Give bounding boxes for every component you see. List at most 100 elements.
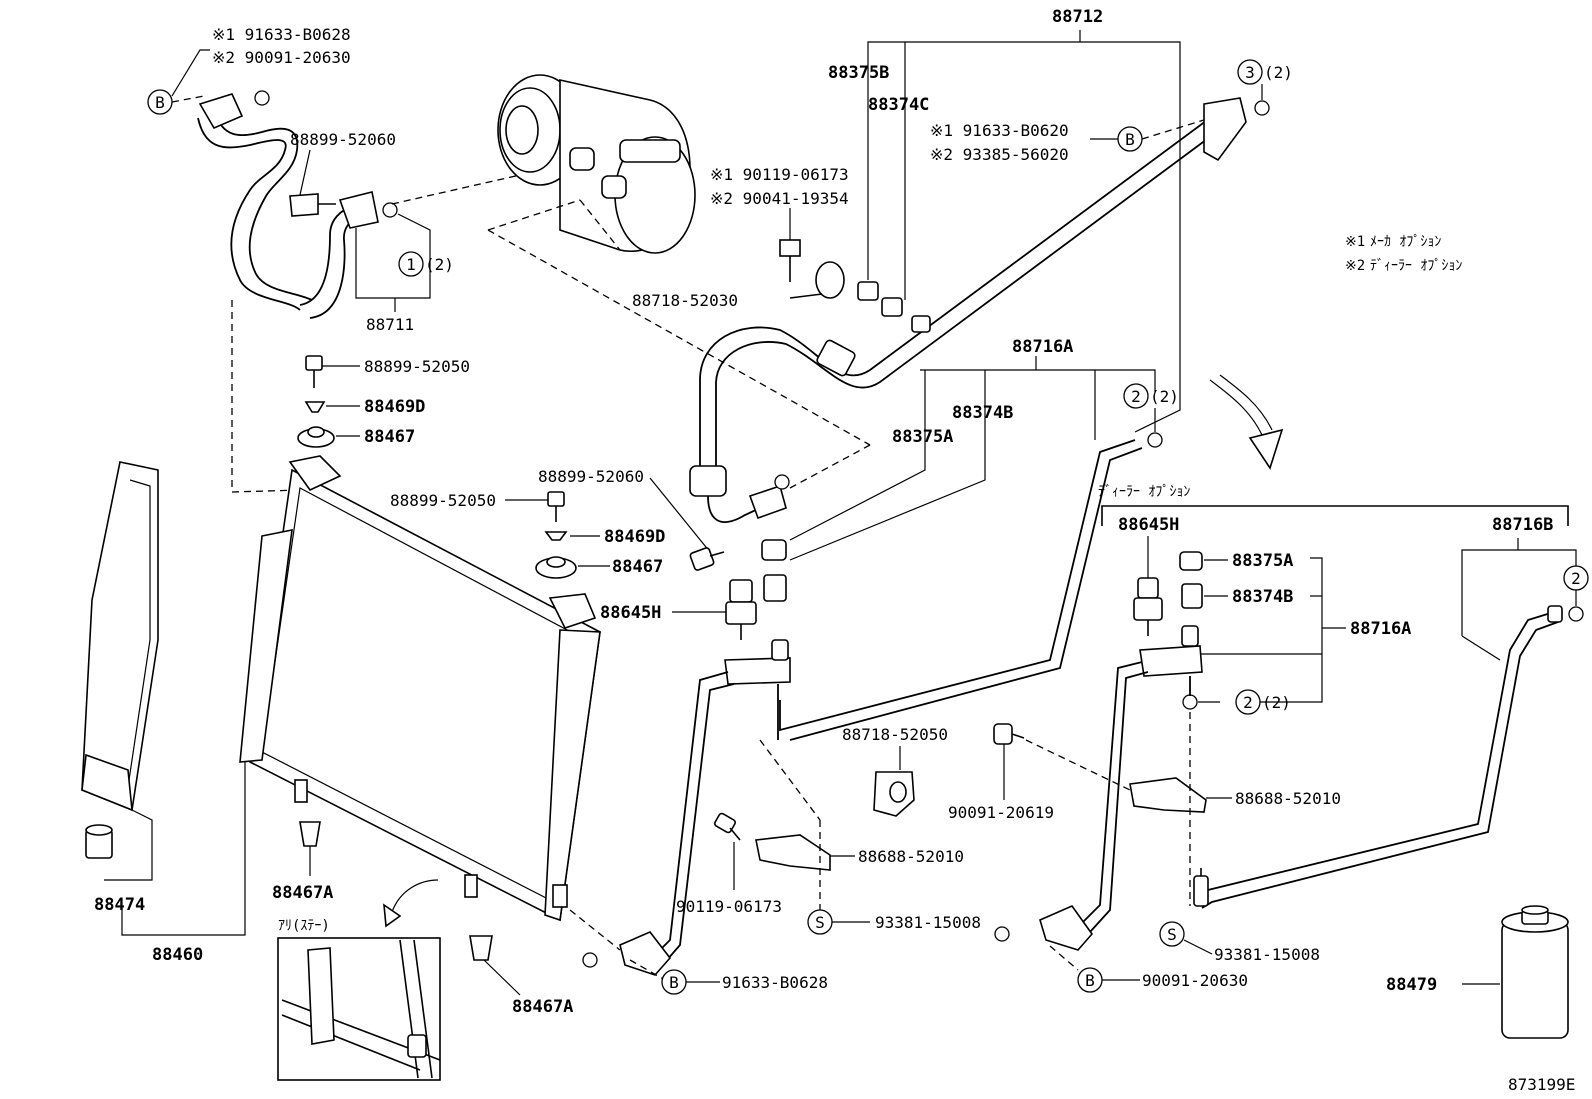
label-88899-52060-b: 88899-52060	[538, 467, 644, 486]
grommet-88469d-b	[544, 531, 568, 541]
circle-1-text: 1	[406, 255, 416, 274]
label-93381-15008-b: 93381-15008	[1214, 945, 1320, 964]
label-90041-19354: ※2 90041-19354	[710, 189, 849, 208]
arrow-to-dealer-option	[1209, 374, 1284, 470]
label-88467a-b: 88467A	[512, 997, 573, 1017]
o-ring-a	[254, 90, 270, 106]
legend-note2-text: ﾃﾞｨｰﾗｰ ｵﾌﾟｼｮﾝ	[1370, 258, 1462, 274]
liquid-tube-88716a-opt	[994, 625, 1203, 951]
bolt-90119-06173-top	[779, 239, 801, 282]
bracket-88716b: 2	[1461, 538, 1589, 661]
bolt-88899-52050-a	[305, 355, 323, 388]
hose-88711-assembly	[197, 90, 398, 319]
cushion-88467a-a	[299, 821, 321, 847]
label-88467-b: 88467	[612, 557, 663, 577]
label-88467-a: 88467	[364, 427, 415, 447]
label-88374b-opt: 88374B	[1232, 587, 1293, 607]
bolt-88899-52060-b	[689, 547, 725, 571]
label-90091-20619: 90091-20619	[948, 803, 1054, 822]
legend-note2-mark: ※2	[1345, 258, 1365, 274]
label-88474: 88474	[94, 895, 145, 915]
flange-fitting-a	[198, 93, 244, 130]
label-88716b: 88716B	[1492, 515, 1553, 535]
pressure-switch-88645h-opt	[1133, 577, 1163, 636]
legend-note1-text: ﾒｰｶ ｵﾌﾟｼｮﾝ	[1370, 234, 1441, 250]
cap-88375a-opt	[1179, 551, 1203, 571]
label-90119-06173-top: ※1 90119-06173	[710, 165, 849, 184]
label-88718-52030: 88718-52030	[632, 291, 738, 310]
label-88716a-opt: 88716A	[1350, 619, 1411, 639]
b-mark-bottom-right: B	[1049, 945, 1140, 993]
caps-88375b-88374c	[857, 281, 931, 333]
label-88467a-a: 88467A	[272, 883, 333, 903]
label-88375b: 88375B	[828, 63, 889, 83]
svg-text:S: S	[815, 913, 825, 932]
label-88711: 88711	[366, 315, 414, 334]
label-91633-b0628-top: ※1 91633-B0628	[212, 25, 351, 44]
label-91633-b0628-bottom: 91633-B0628	[722, 973, 828, 992]
caps-88375a-88374b-main	[761, 539, 787, 602]
o-ring-lower-left	[582, 952, 598, 968]
ac-compressor	[487, 74, 871, 446]
inset-title: ｱﾘ(ｽﾃｰ)	[278, 918, 330, 934]
label-88899-52050-a: 88899-52050	[364, 357, 470, 376]
label-88374c: 88374C	[868, 95, 929, 115]
block-fitting-88711	[338, 191, 379, 229]
s-mark-left: S	[807, 909, 870, 935]
cap-88474	[85, 824, 113, 859]
label-88645h-opt: 88645H	[1118, 515, 1179, 535]
label-91633-b0620: ※1 91633-B0620	[930, 121, 1069, 140]
label-90119-06173-b: 90119-06173	[676, 897, 782, 916]
label-88688-52010-b: 88688-52010	[1235, 789, 1341, 808]
svg-text:(2): (2)	[1150, 387, 1179, 406]
label-88374b-main: 88374B	[952, 403, 1013, 423]
grommet-88469d-a	[304, 401, 326, 413]
clamp-88718-52030	[789, 261, 845, 299]
o-ring-88711	[382, 202, 398, 218]
b-mark-top-left: B	[147, 49, 210, 115]
label-88479: 88479	[1386, 975, 1437, 995]
b-mark-bottom-left: B	[629, 959, 720, 995]
desiccant-bag-88474	[81, 461, 159, 812]
label-88899-52060-a: 88899-52060	[290, 130, 396, 149]
svg-text:(2): (2)	[1264, 63, 1293, 82]
discharge-hose-88712	[689, 97, 1270, 523]
label-88469d-a: 88469D	[364, 397, 425, 417]
b-mark-88712: B	[1090, 119, 1205, 152]
svg-text:S: S	[1167, 925, 1177, 944]
label-88688-52010-a: 88688-52010	[858, 847, 964, 866]
label-88375a-main: 88375A	[892, 427, 953, 447]
bolt-90119-06173-b	[714, 812, 741, 841]
mark-2-2-opt: 2 (2)	[1182, 689, 1291, 715]
label-88469d-b: 88469D	[604, 527, 665, 547]
svg-text:2: 2	[1571, 569, 1581, 588]
bracket-88712	[867, 30, 1181, 433]
cushion-88467a-b	[469, 935, 493, 961]
bracket-88711: 1 (2)	[355, 213, 454, 312]
paren2-88711: (2)	[425, 255, 454, 274]
tube-88716b	[1193, 605, 1563, 909]
legend-note1-mark: ※1	[1345, 234, 1365, 250]
bolt-88899-52050-b	[547, 491, 565, 522]
label-88716a-main: 88716A	[1012, 337, 1073, 357]
svg-text:(2): (2)	[1262, 693, 1291, 712]
cushion-88467-a	[297, 426, 335, 448]
cushion-88467-b	[535, 556, 577, 579]
diagram-id: 873199E	[1508, 1075, 1575, 1094]
bolt-head-88899-52060	[289, 193, 319, 217]
cap-88374b-opt	[1181, 583, 1203, 609]
label-93381-15008-a: 93381-15008	[875, 913, 981, 932]
o-ring-88716a-main	[1147, 432, 1163, 448]
inset-stay-detail	[277, 937, 441, 1081]
bolt-90091-20619	[993, 723, 1025, 745]
bracket-88716a-opt	[1200, 557, 1346, 703]
receiver-dryer-88479	[1501, 905, 1569, 1039]
o-ring-opt-lower	[994, 926, 1010, 942]
o-ring-88716b	[1568, 606, 1584, 622]
svg-text:3: 3	[1245, 63, 1255, 82]
label-90091-20630-bottom: 90091-20630	[1142, 971, 1248, 990]
s-mark-right: S	[1159, 921, 1213, 955]
svg-text:B: B	[669, 973, 679, 992]
liquid-tube-88716a	[582, 439, 1143, 976]
